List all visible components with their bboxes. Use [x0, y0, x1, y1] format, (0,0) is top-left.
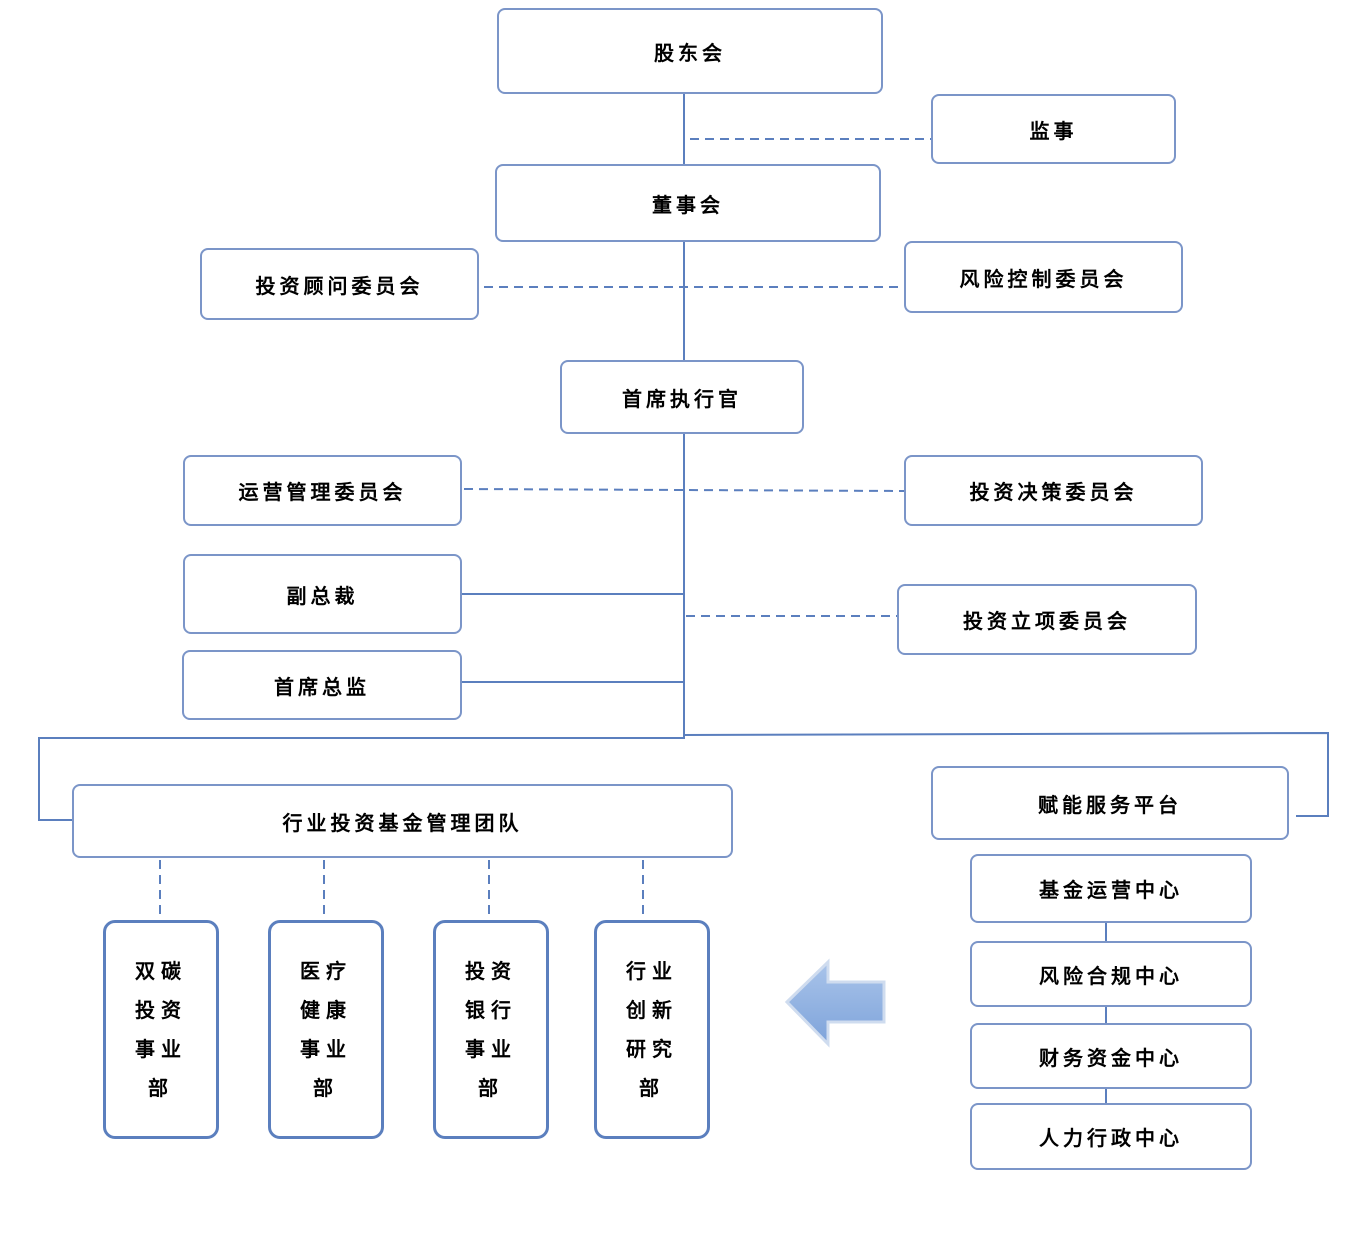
department-node: 双碳 投资 事业 部: [103, 920, 219, 1139]
fund-operations-center-node: 基金运营中心: [970, 854, 1252, 923]
department-label: 部: [478, 1075, 504, 1100]
bus-line: [38, 731, 1329, 821]
ceo-node: 首席执行官: [560, 360, 804, 434]
risk-compliance-center-node: 风险合规中心: [970, 941, 1252, 1007]
department-node: 医疗 健康 事业 部: [268, 920, 384, 1139]
department-label: 事业: [465, 1036, 517, 1061]
chief-director-node: 首席总监: [182, 650, 462, 720]
department-label: 银行: [465, 997, 517, 1022]
finance-center-node: 财务资金中心: [970, 1023, 1252, 1089]
department-node: 投资 银行 事业 部: [433, 920, 549, 1139]
department-label: 部: [313, 1075, 339, 1100]
empowerment-platform-node: 赋能服务平台: [931, 766, 1289, 840]
risk-control-committee-node: 风险控制委员会: [904, 241, 1183, 313]
department-label: 医疗: [300, 958, 352, 983]
hr-admin-center-node: 人力行政中心: [970, 1103, 1252, 1170]
department-label: 健康: [300, 997, 352, 1022]
department-label: 行业: [626, 958, 678, 983]
department-label: 部: [148, 1075, 174, 1100]
department-label: 部: [639, 1075, 665, 1100]
industry-fund-team-node: 行业投资基金管理团队: [72, 784, 733, 858]
vice-president-node: 副总裁: [183, 554, 462, 634]
supervisor-node: 监事: [931, 94, 1176, 164]
department-label: 投资: [135, 997, 187, 1022]
operations-management-committee-node: 运营管理委员会: [183, 455, 462, 526]
investment-decision-committee-node: 投资决策委员会: [904, 455, 1203, 526]
department-label: 双碳: [135, 958, 187, 983]
department-label: 研究: [626, 1036, 678, 1061]
investment-advisory-committee-node: 投资顾问委员会: [200, 248, 479, 320]
board-node: 董事会: [495, 164, 881, 242]
department-label: 投资: [465, 958, 517, 983]
department-label: 事业: [135, 1036, 187, 1061]
shareholders-node: 股东会: [497, 8, 883, 94]
investment-project-committee-node: 投资立项委员会: [897, 584, 1197, 655]
department-label: 事业: [300, 1036, 352, 1061]
department-node: 行业 创新 研究 部: [594, 920, 710, 1139]
dashed-line: [463, 488, 905, 492]
department-label: 创新: [626, 997, 678, 1022]
left-arrow-icon: [784, 958, 886, 1048]
